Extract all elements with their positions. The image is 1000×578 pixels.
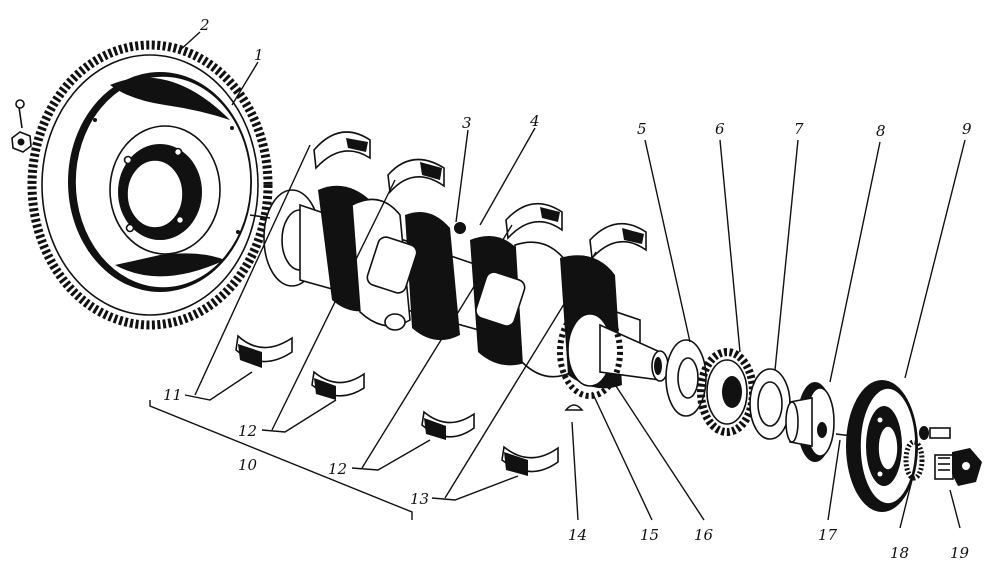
- woodruff-key: [564, 404, 584, 411]
- crankshaft-pulley: [846, 380, 918, 512]
- label-8: 8: [876, 122, 886, 140]
- leader-lines: [149, 31, 966, 529]
- label-10: 10: [238, 456, 258, 474]
- label-16: 16: [694, 526, 714, 544]
- pulley-bolt: [919, 426, 951, 440]
- label-3: 3: [462, 114, 472, 132]
- thrust-washer: [665, 339, 707, 417]
- part-labels: 1 2 3 4 5 6 7 8 9 10 11 12 12 13 14 15 1…: [163, 16, 972, 562]
- label-1: 1: [254, 46, 264, 64]
- label-2: 2: [199, 16, 210, 34]
- oil-slinger: [749, 368, 791, 440]
- label-9: 9: [962, 120, 972, 138]
- label-12b: 12: [328, 460, 347, 478]
- upper-bearing-shells: [313, 131, 647, 260]
- crankshaft: [249, 185, 669, 399]
- lower-bearing-shells: [235, 334, 559, 476]
- label-17: 17: [818, 526, 838, 544]
- flywheel: [27, 40, 273, 330]
- label-4: 4: [529, 112, 540, 130]
- label-14: 14: [568, 526, 587, 544]
- label-13: 13: [410, 490, 429, 508]
- flywheel-nut: [11, 99, 32, 153]
- label-5: 5: [637, 120, 647, 138]
- label-6: 6: [715, 120, 725, 138]
- label-7: 7: [794, 120, 804, 138]
- label-11: 11: [163, 386, 182, 404]
- label-15: 15: [640, 526, 659, 544]
- label-12a: 12: [238, 422, 257, 440]
- timing-gear: [697, 348, 757, 436]
- pulley-hub: [785, 382, 835, 462]
- lock-washer: [903, 439, 925, 481]
- label-18: 18: [890, 544, 909, 562]
- label-19: 19: [950, 544, 970, 562]
- starting-ratchet: [934, 448, 982, 486]
